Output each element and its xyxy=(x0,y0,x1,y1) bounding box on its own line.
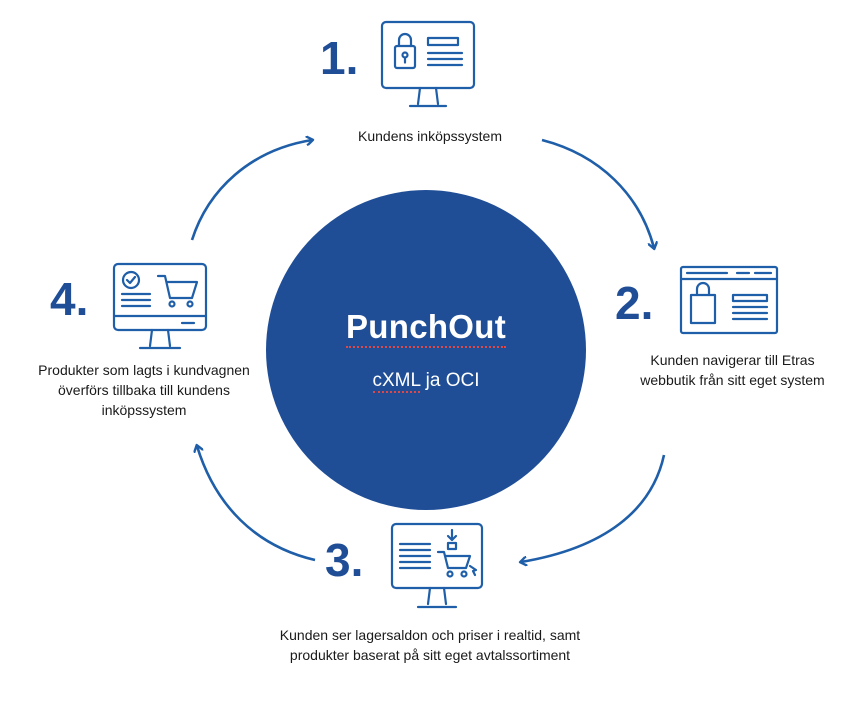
step-3-number: 3. xyxy=(325,534,364,586)
monitor-cart-add-icon xyxy=(390,522,484,609)
center-circle xyxy=(266,190,586,510)
arrow-3-to-4 xyxy=(197,446,316,562)
step-2-label: Kunden navigerar till Etras webbutik frå… xyxy=(640,352,825,388)
center-title: PunchOut xyxy=(266,308,586,348)
browser-shopping-bag-icon xyxy=(679,265,779,335)
step-4-label: Produkter som lagts i kundvagnen överför… xyxy=(38,362,250,418)
monitor-lock-icon xyxy=(380,20,476,108)
center-subtitle-rest: ja OCI xyxy=(420,370,480,391)
arrow-2-to-3 xyxy=(521,454,666,562)
step-2-number: 2. xyxy=(615,277,654,329)
arrow-1-to-2 xyxy=(541,138,654,248)
arrow-4-to-1 xyxy=(190,140,312,241)
step-4-number: 4. xyxy=(50,273,89,325)
step-1-number: 1. xyxy=(320,32,359,84)
step-1-label: Kundens inköpssystem xyxy=(358,128,502,144)
step-3-label: Kunden ser lagersaldon och priser i real… xyxy=(279,627,581,663)
center-subtitle-cxml: cXML xyxy=(372,370,421,393)
monitor-cart-check-icon xyxy=(112,262,208,350)
center-subtitle: cXML ja OCI xyxy=(266,370,586,393)
